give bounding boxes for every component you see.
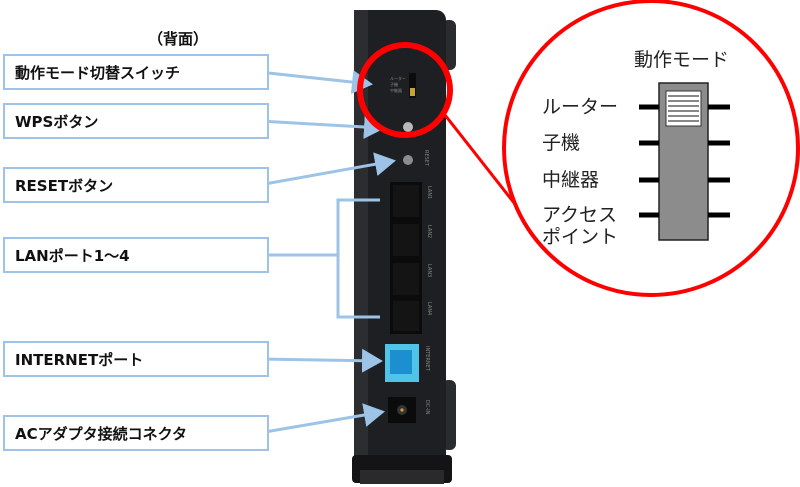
svg-text:ルーター: ルーター bbox=[390, 75, 406, 81]
lan-port-text: LAN3 bbox=[426, 264, 432, 277]
mode-access-point: アクセス ポイント bbox=[542, 204, 619, 248]
label-wps-button: WPSボタン bbox=[3, 103, 269, 139]
callout-lines bbox=[258, 70, 396, 435]
mode-switch[interactable]: ルーター 子機 中継器 bbox=[390, 73, 416, 98]
lan-port-2[interactable] bbox=[393, 224, 419, 256]
label-mode-switch: 動作モード切替スイッチ bbox=[3, 54, 269, 90]
lan-port-1[interactable] bbox=[393, 185, 419, 217]
reset-button[interactable] bbox=[403, 155, 413, 165]
rear-caption: （背面） bbox=[148, 30, 209, 48]
label-internet-port: INTERNETポート bbox=[3, 341, 269, 377]
lan-port-4[interactable] bbox=[393, 301, 419, 331]
detail-title: 動作モード bbox=[634, 49, 730, 71]
svg-text:子機: 子機 bbox=[390, 81, 398, 87]
lan-port-text: LAN1 bbox=[426, 186, 432, 199]
mode-repeater: 中継器 bbox=[542, 169, 600, 191]
internet-text: INTERNET bbox=[424, 346, 430, 372]
lan-ports bbox=[390, 182, 422, 334]
dc-in-text: DC-IN bbox=[424, 400, 430, 415]
reset-text: RESET bbox=[423, 150, 429, 167]
wps-button[interactable] bbox=[403, 122, 413, 132]
svg-text:中継器: 中継器 bbox=[390, 87, 402, 93]
switch-knob[interactable] bbox=[665, 90, 702, 127]
lan-port-text: LAN2 bbox=[426, 225, 432, 238]
detail-circle bbox=[502, 0, 800, 297]
lan-port-3[interactable] bbox=[393, 263, 419, 295]
label-reset-button: RESETボタン bbox=[3, 167, 269, 203]
highlight-circle-small bbox=[357, 42, 453, 138]
mode-router: ルーター bbox=[542, 96, 619, 118]
mode-switch-detail bbox=[639, 82, 730, 241]
highlight-connector bbox=[443, 114, 524, 214]
label-lan-ports: LANポート1〜4 bbox=[3, 237, 269, 273]
mode-client: 子機 bbox=[542, 132, 581, 154]
lan-port-text: LAN4 bbox=[426, 302, 432, 315]
label-ac-adapter: ACアダプタ接続コネクタ bbox=[3, 415, 269, 451]
